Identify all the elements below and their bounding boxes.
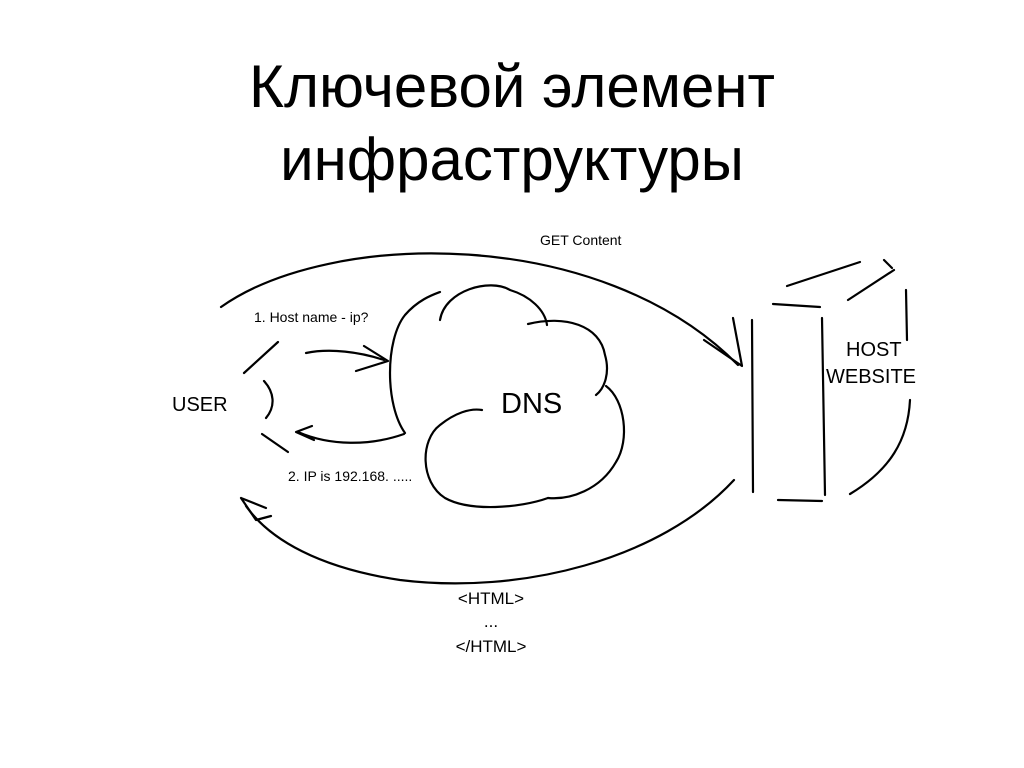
host-front-bottom-edge	[776, 498, 824, 503]
host-back-right-edge-bottom	[848, 398, 912, 496]
dns-cloud-left-lobe	[388, 290, 442, 435]
response-arrow-head	[294, 424, 316, 442]
request-arrow-head	[354, 344, 390, 373]
response-arrow: 2. IP is 192.168. .....	[288, 424, 412, 484]
slide-title-line-1: Ключевой элемент	[249, 53, 775, 120]
get-content-arrow-head	[702, 316, 744, 368]
host-front-right-edge	[820, 316, 827, 497]
dns-label: DNS	[501, 388, 562, 420]
dns-cloud-right-lobe	[526, 319, 609, 397]
host-website-node: HOST WEBSITE	[750, 258, 916, 503]
user-stroke-lower	[260, 432, 290, 454]
request-label: 1. Host name - ip?	[254, 309, 369, 325]
host-corner-tick	[882, 258, 894, 270]
user-stroke-upper	[242, 340, 280, 375]
host-label-line-2: WEBSITE	[826, 366, 916, 388]
html-open-label: <HTML>	[458, 589, 524, 608]
host-front-left-edge	[750, 318, 755, 494]
html-dots-label: ...	[484, 612, 498, 631]
html-return-arrow: <HTML> ... </HTML>	[239, 478, 736, 656]
host-back-top-edge	[785, 260, 862, 288]
dns-cloud-lower-right-lobe	[546, 384, 626, 500]
request-arrow: 1. Host name - ip?	[254, 309, 390, 373]
dns-cloud: DNS	[388, 284, 626, 509]
host-right-top-edge	[846, 268, 896, 302]
html-return-arrow-head	[239, 496, 273, 522]
dns-cloud-top-lobe	[438, 284, 549, 327]
request-arrow-shaft	[304, 349, 386, 362]
dns-cloud-bottom-lobe	[424, 408, 550, 509]
response-label: 2. IP is 192.168. .....	[288, 468, 412, 484]
get-content-label: GET Content	[540, 232, 622, 248]
user-node: USER	[172, 340, 290, 454]
slide-title-line-2: инфраструктуры	[280, 126, 744, 193]
host-label-line-1: HOST	[846, 339, 902, 361]
response-arrow-shaft	[296, 430, 406, 444]
get-content-arc	[219, 252, 740, 367]
host-front-top-edge	[771, 302, 822, 309]
host-back-right-edge-top	[904, 288, 909, 342]
get-content-arrow: GET Content	[219, 232, 744, 368]
user-stroke-right	[262, 379, 274, 420]
user-label: USER	[172, 394, 228, 416]
slide-title: Ключевой элемент инфраструктуры	[0, 50, 1024, 196]
html-close-label: </HTML>	[456, 637, 527, 656]
html-return-arc	[244, 478, 736, 585]
